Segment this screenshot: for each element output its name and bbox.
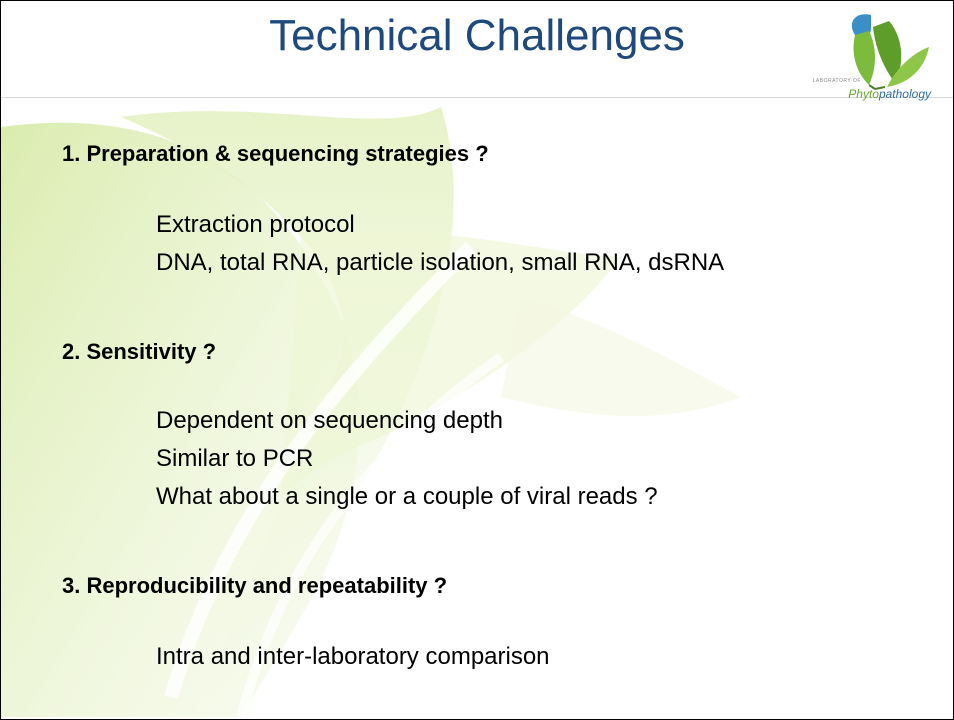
bullet-item: What about a single or a couple of viral… (156, 483, 658, 510)
section-heading: 2. Sensitivity ? (62, 339, 217, 364)
logo-subtitle: LABORATORY OF (812, 78, 861, 84)
section-heading: 1. Preparation & sequencing strategies ? (62, 141, 489, 166)
bullet-item: Extraction protocol (156, 211, 355, 238)
bullet-item: Intra and inter-laboratory comparison (156, 643, 550, 670)
section-heading: 3. Reproducibility and repeatability ? (62, 573, 448, 598)
phytopathology-logo (851, 14, 929, 91)
slide-title: Technical Challenges (269, 11, 685, 60)
title-bar: Technical Challenges (1, 1, 953, 98)
logo-text: Phytopathology (848, 87, 931, 101)
bullet-item: Similar to PCR (156, 445, 314, 472)
bullet-item: Dependent on sequencing depth (156, 407, 503, 434)
bullet-item: DNA, total RNA, particle isolation, smal… (156, 249, 725, 276)
background-leaves-graphic (1, 107, 741, 719)
